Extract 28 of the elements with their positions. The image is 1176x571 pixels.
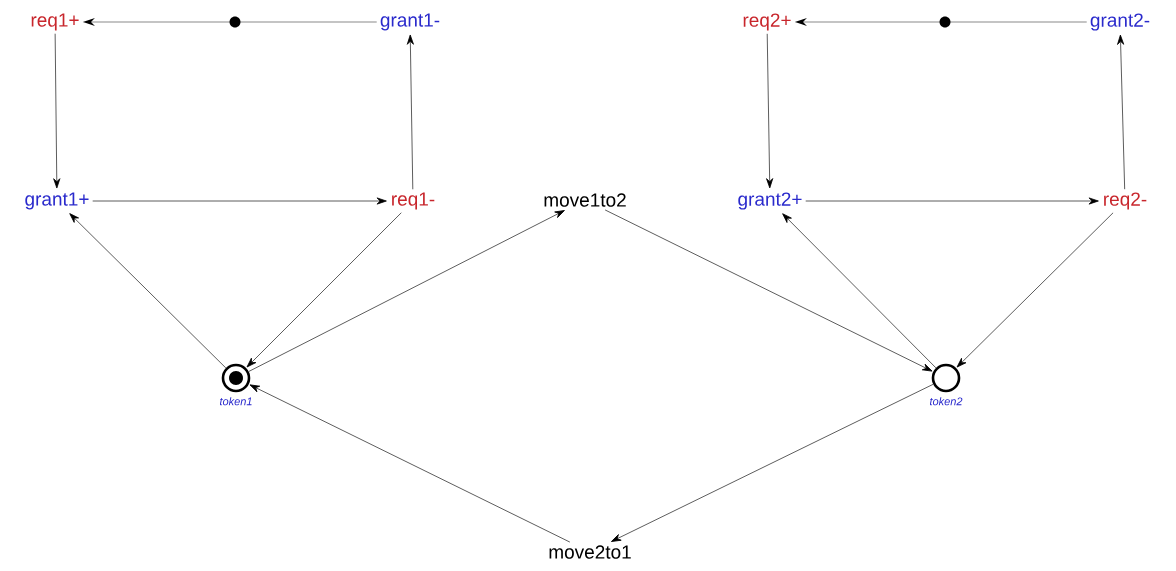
signal-label: req1- <box>392 192 435 210</box>
arrow <box>246 212 402 368</box>
marked-place <box>221 363 251 393</box>
place-label: token1 <box>220 397 252 406</box>
arrow <box>805 197 1099 205</box>
arrow <box>1117 34 1126 190</box>
place-label: token2 <box>930 397 963 406</box>
signal-label: grant1- <box>380 13 440 31</box>
signal-label: grant2- <box>1090 13 1150 31</box>
signal-label: req2+ <box>743 13 791 31</box>
arrow <box>248 210 565 372</box>
signal-label: grant2+ <box>738 192 802 210</box>
signal-label: move1to2 <box>544 193 626 207</box>
arrow <box>53 33 61 189</box>
arrow <box>406 34 414 190</box>
signal-label: grant1+ <box>25 192 89 210</box>
arrow <box>956 212 1114 368</box>
place-circle <box>931 363 961 393</box>
arrow <box>611 383 934 542</box>
arrow <box>782 213 937 369</box>
arrow <box>766 33 774 189</box>
signal-label: move2to1 <box>549 545 631 559</box>
signal-label: req1+ <box>31 13 79 31</box>
arrow <box>69 213 227 369</box>
arrow <box>92 197 387 205</box>
arrow <box>604 209 933 372</box>
signal-label: req2- <box>1104 192 1147 210</box>
arrow <box>249 384 571 543</box>
